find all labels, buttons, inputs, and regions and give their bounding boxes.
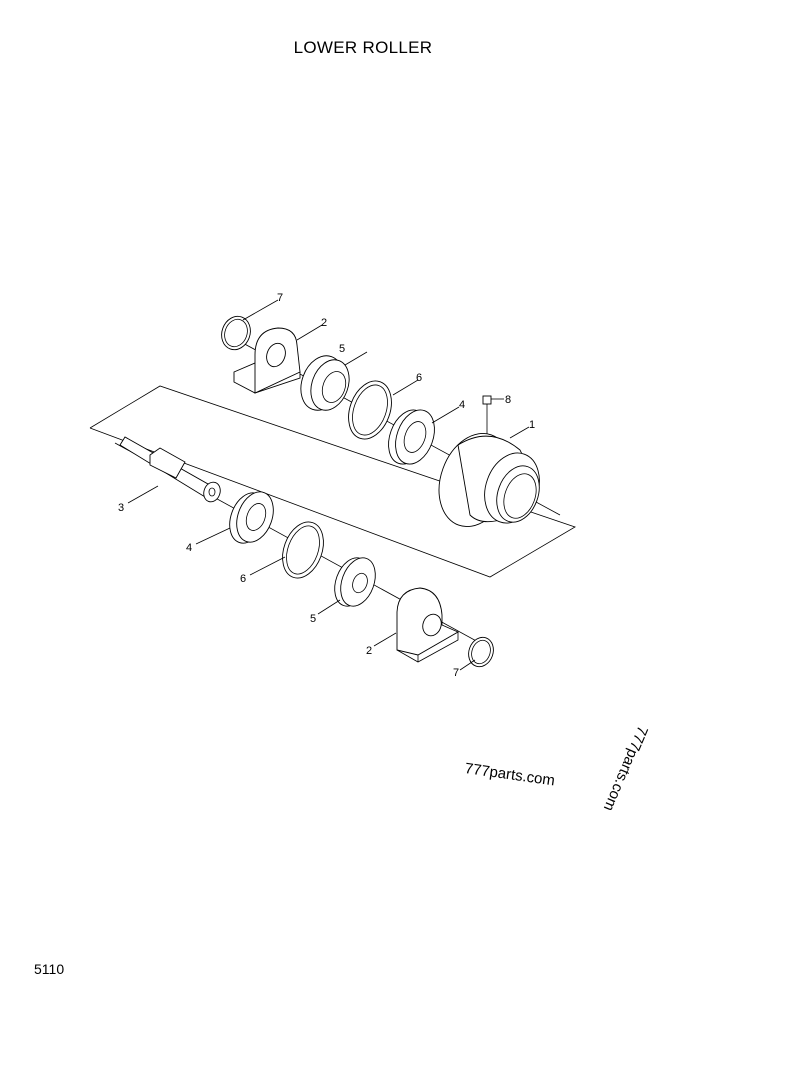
part-2-collar-upper <box>233 327 301 394</box>
assembly-outline <box>89 385 576 578</box>
part-4-bearing-lower <box>229 491 274 544</box>
page-number: 5110 <box>34 961 65 977</box>
part-8-plug <box>482 395 492 437</box>
part-7-snap-ring-upper <box>221 315 251 351</box>
callout-6-upper: 6 <box>416 372 422 384</box>
callout-5-upper: 5 <box>339 343 345 355</box>
part-6-retaining-ring-lower <box>282 521 324 579</box>
part-2-collar-lower <box>396 587 459 663</box>
part-5-seal-upper <box>300 355 350 411</box>
part-3-shaft <box>119 436 221 503</box>
callout-7-upper: 7 <box>277 292 283 304</box>
callout-3: 3 <box>118 502 124 514</box>
callout-8: 8 <box>505 394 511 406</box>
callout-6-lower: 6 <box>240 573 246 585</box>
callout-4-lower: 4 <box>186 542 192 554</box>
part-1-roller <box>438 432 540 528</box>
leader-lines <box>127 299 530 671</box>
callout-4-upper: 4 <box>459 399 465 411</box>
part-7-snap-ring-lower <box>468 636 494 668</box>
part-5-seal-lower <box>334 557 376 607</box>
part-6-retaining-ring-upper <box>348 380 392 440</box>
callout-1: 1 <box>529 419 535 431</box>
callout-2-lower: 2 <box>366 645 372 657</box>
part-4-bearing-upper <box>388 409 435 465</box>
page-title: LOWER ROLLER <box>293 38 433 57</box>
callout-7-lower: 7 <box>453 667 459 679</box>
callout-5-lower: 5 <box>310 613 316 625</box>
callout-2-upper: 2 <box>321 317 327 329</box>
